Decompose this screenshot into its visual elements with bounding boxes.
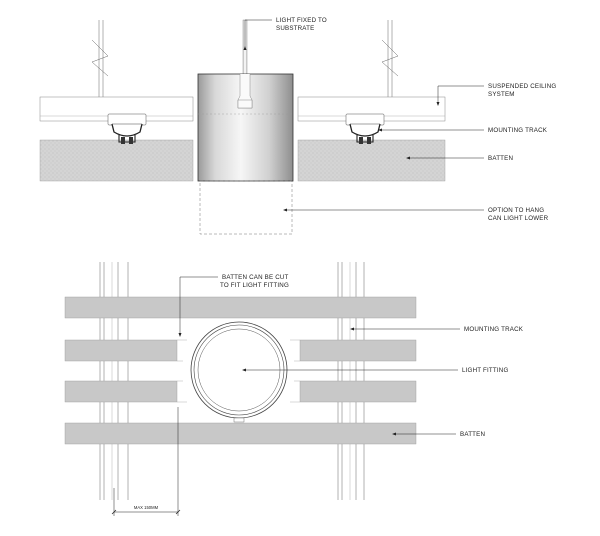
label-batten-section: BATTEN xyxy=(406,155,513,162)
mounting-track-clip-right xyxy=(345,113,385,144)
right-hanger-rod xyxy=(381,20,399,108)
label-mounting-track-section-text: MOUNTING TRACK xyxy=(488,127,548,134)
label-suspended-ceiling-line2: SYSTEM xyxy=(488,91,515,98)
section-batten-right xyxy=(297,139,446,182)
label-light-fixed: LIGHT FIXED TO SUBSTRATE xyxy=(243,17,327,50)
label-option-hang-line1: OPTION TO HANG xyxy=(488,207,544,214)
label-light-fitting-text: LIGHT FITTING xyxy=(462,367,509,374)
light-fitting-plan xyxy=(190,321,288,423)
label-mounting-track-plan-text: MOUNTING TRACK xyxy=(464,326,524,333)
max-dimension: MAX 150MM xyxy=(111,407,181,516)
plan-batten-2-right xyxy=(299,339,417,362)
lower-hang-outline xyxy=(199,180,293,235)
plan-batten-3-left xyxy=(64,380,178,403)
plan-view: BATTEN CAN BE CUT TO FIT LIGHT FITTING M… xyxy=(64,262,524,516)
label-option-hang: OPTION TO HANG CAN LIGHT LOWER xyxy=(283,207,549,222)
plan-batten-2-left xyxy=(64,339,178,362)
label-suspended-ceiling-line1: SUSPENDED CEILING xyxy=(488,83,556,90)
label-light-fixed-line2: SUBSTRATE xyxy=(276,25,314,32)
can-light-section xyxy=(197,73,294,182)
label-batten-cut: BATTEN CAN BE CUT TO FIT LIGHT FITTING xyxy=(178,274,289,337)
label-batten-section-text: BATTEN xyxy=(488,155,513,162)
label-light-fixed-line1: LIGHT FIXED TO xyxy=(276,17,327,24)
plan-batten-1 xyxy=(64,296,417,319)
label-option-hang-line2: CAN LIGHT LOWER xyxy=(488,215,549,222)
plan-batten-3-right xyxy=(299,380,417,403)
label-batten-plan: BATTEN xyxy=(392,431,485,438)
label-batten-cut-line1: BATTEN CAN BE CUT xyxy=(222,274,289,281)
label-mounting-track-section: MOUNTING TRACK xyxy=(378,127,548,134)
label-batten-cut-line2: TO FIT LIGHT FITTING xyxy=(220,282,289,289)
label-mounting-track-plan: MOUNTING TRACK xyxy=(350,326,524,333)
section-batten-left xyxy=(39,139,194,182)
mounting-track-clip-left xyxy=(107,113,147,144)
batten-cut-outline xyxy=(177,339,300,403)
left-hanger-rod xyxy=(91,20,109,108)
label-light-fitting: LIGHT FITTING xyxy=(242,367,509,374)
plan-batten-4 xyxy=(64,422,417,445)
label-suspended-ceiling: SUSPENDED CEILING SYSTEM xyxy=(436,83,556,106)
section-view: LIGHT FIXED TO SUBSTRATE SUSPENDED CEILI… xyxy=(39,17,556,235)
dimension-label: MAX 150MM xyxy=(134,505,159,510)
label-batten-plan-text: BATTEN xyxy=(460,431,485,438)
